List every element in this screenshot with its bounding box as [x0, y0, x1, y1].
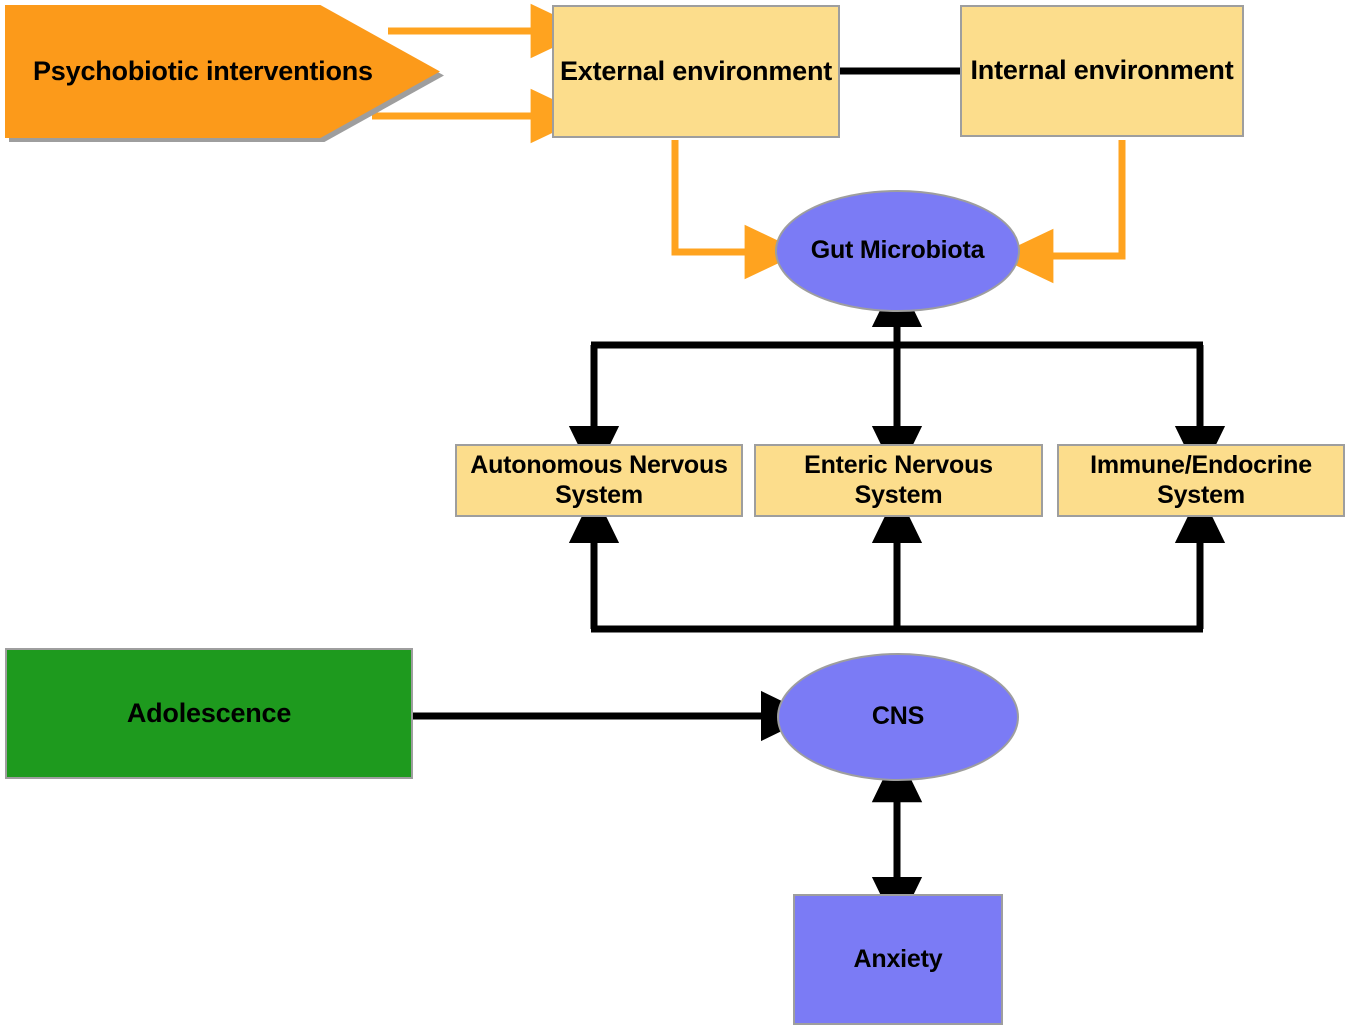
edge-internal-to-gut-microbiota [996, 140, 1126, 284]
adolescence-label: Adolescence [126, 697, 292, 728]
autonomous-nervous-system-node[interactable]: Autonomous Nervous System [455, 444, 743, 517]
psychobiotic-interventions-label: Psychobiotic interventions [33, 55, 373, 86]
enteric-nervous-system-label: Enteric Nervous System [804, 451, 993, 509]
cns-node[interactable]: CNS [777, 653, 1019, 781]
psychobiotic-interventions-node[interactable]: Psychobiotic interventions [5, 5, 440, 138]
external-environment-node[interactable]: External environment [552, 5, 840, 138]
enteric-nervous-system-node[interactable]: Enteric Nervous System [754, 444, 1043, 517]
internal-environment-label: Internal environment [970, 55, 1234, 86]
edge-external-to-gut-microbiota [671, 140, 802, 280]
anxiety-node[interactable]: Anxiety [793, 894, 1003, 1025]
edge-gut-microbiota-bus [568, 275, 1226, 478]
immune-endocrine-system-node[interactable]: Immune/Endocrine System [1057, 444, 1345, 517]
internal-environment-node[interactable]: Internal environment [960, 5, 1244, 137]
adolescence-node[interactable]: Adolescence [5, 648, 413, 779]
autonomous-nervous-system-label: Autonomous Nervous System [470, 451, 728, 509]
cns-label: CNS [871, 702, 925, 731]
gut-microbiota-label: Gut Microbiota [810, 236, 985, 265]
gut-microbiota-node[interactable]: Gut Microbiota [775, 190, 1020, 312]
external-environment-label: External environment [559, 55, 833, 86]
anxiety-label: Anxiety [853, 944, 943, 973]
edge-cns-bus [568, 491, 1226, 633]
immune-endocrine-system-label: Immune/Endocrine System [1090, 451, 1312, 509]
